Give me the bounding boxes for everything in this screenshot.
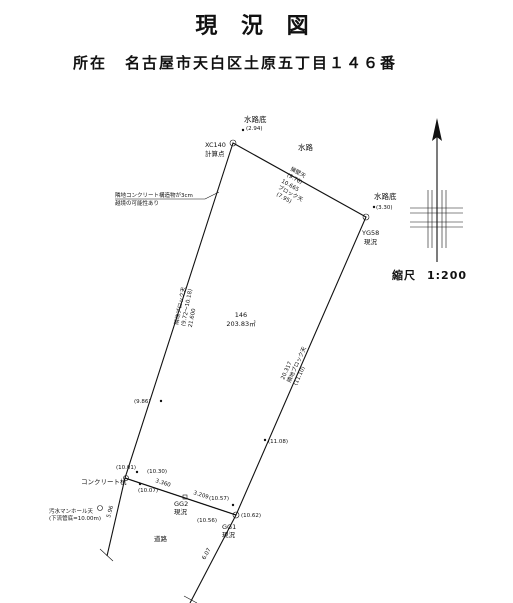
parcel-number: 146	[235, 311, 247, 319]
bottom-segment-2: 3.209	[192, 490, 209, 501]
elevation-1062: (10.62)	[241, 513, 261, 519]
elevation-1007: (10.07)	[138, 488, 158, 494]
bottom-boundary-line	[124, 477, 237, 516]
point-gg1-marker	[232, 511, 240, 519]
water-bottom-1-value: (2.94)	[246, 126, 263, 132]
location-address: 名古屋市天白区土原五丁目１４６番	[125, 54, 397, 72]
elevation-1030: (10.30)	[147, 469, 167, 475]
neighbor-note-line-2: 越境の可能性あり	[115, 199, 159, 207]
point-gg1-label: GG1	[222, 523, 236, 531]
road-right-line	[189, 514, 237, 603]
road-right-end-mark	[183, 595, 198, 603]
left-edge-length: 21.600	[188, 308, 198, 329]
dot-water-bottom-2	[372, 205, 376, 209]
point-yg58-marker	[362, 213, 370, 221]
scale-value: 1:200	[427, 269, 467, 282]
manhole-label-1: 汚水マンホール天	[49, 507, 94, 515]
road-left-line	[106, 477, 126, 557]
point-gg2-marker	[182, 494, 188, 500]
neighbor-note-line-1: 隣地コンクリート構造物が3cm	[115, 191, 193, 199]
waterway-label: 水路	[298, 142, 313, 152]
point-yg58-note: 現況	[364, 237, 378, 246]
dot-1030	[135, 470, 139, 474]
neighbor-note-leader	[115, 191, 220, 200]
right-road-width: 6.07	[201, 547, 212, 561]
dot-water-bottom-1	[241, 128, 245, 132]
elevation-1056: (10.56)	[197, 518, 217, 524]
point-yg58-label: YG58	[361, 229, 379, 237]
north-arrow-icon	[410, 118, 463, 262]
dot-1108	[263, 438, 267, 442]
manhole-label-2: (下流管底=10.00m)	[49, 514, 101, 522]
elevation-1057: (10.57)	[209, 496, 229, 502]
point-xc140-marker	[229, 139, 237, 147]
water-bottom-2-label: 水路底	[374, 191, 397, 201]
manhole-marker	[97, 505, 103, 511]
elevation-1108: (11.08)	[268, 439, 288, 445]
road-left-end-mark	[99, 548, 114, 562]
dot-1057	[231, 503, 235, 507]
bottom-segment-1: 3.360	[154, 478, 171, 489]
elevation-986: (9.86)	[134, 399, 151, 405]
point-xc140-label: XC140	[205, 141, 226, 149]
dot-1007	[138, 482, 142, 486]
scale-label: 縮尺	[392, 268, 416, 282]
location-label: 所在	[73, 54, 107, 72]
elevation-1001: (10.01)	[116, 465, 136, 471]
road-label: 道路	[154, 534, 168, 543]
point-concrete-pile-marker	[123, 475, 129, 481]
point-gg1-note: 現況	[222, 530, 236, 539]
water-bottom-1-label: 水路底	[244, 114, 267, 124]
water-bottom-2-value: (3.30)	[376, 205, 393, 211]
parcel-area: 203.83㎡	[226, 319, 256, 328]
concrete-pile-label: コンクリート杭	[81, 477, 127, 486]
drawing-title: 現 況 図	[195, 14, 316, 39]
point-xc140-note: 計算点	[205, 149, 225, 158]
left-road-width: 5.96	[106, 505, 115, 519]
point-gg2-note: 現況	[174, 507, 188, 516]
point-gg2-label: GG2	[174, 500, 188, 508]
dot-986	[159, 399, 163, 403]
